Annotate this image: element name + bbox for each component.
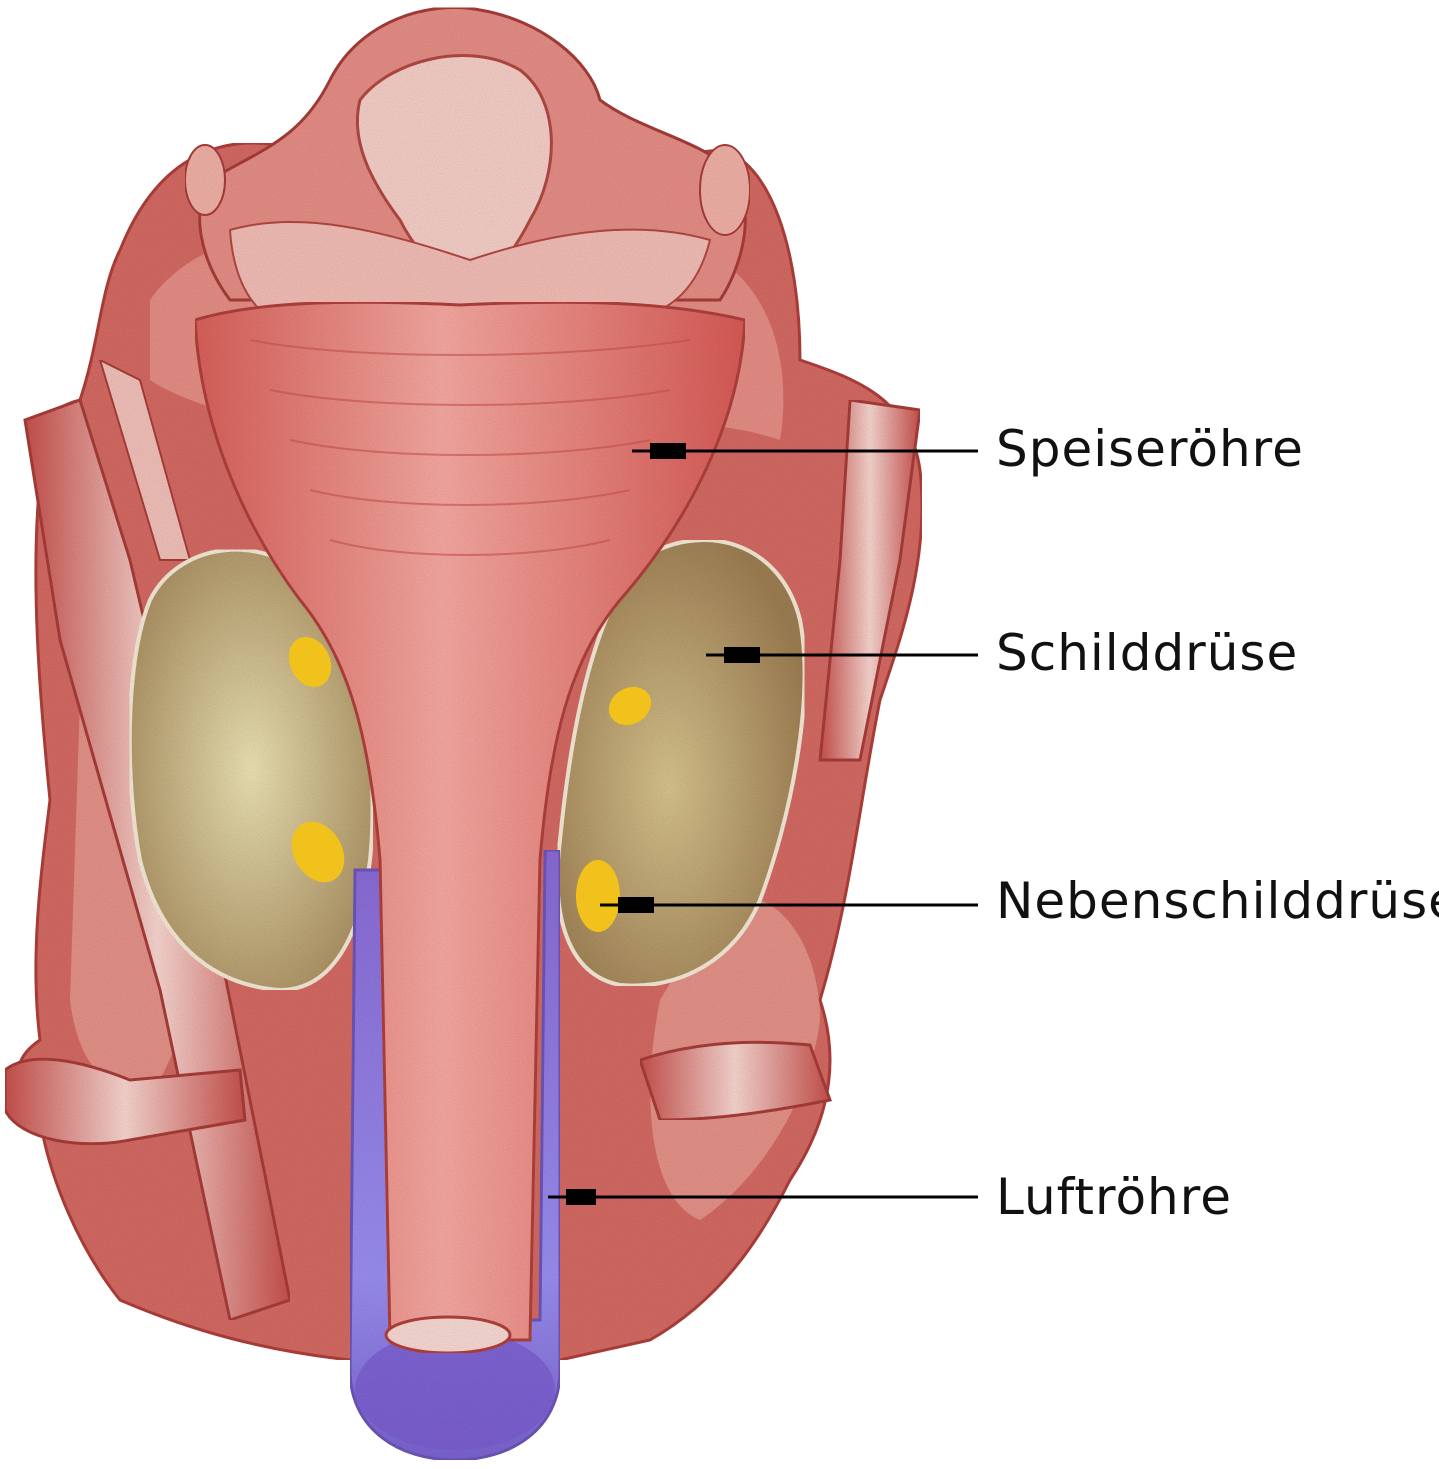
label-nebenschilddruese: Nebenschilddrüse bbox=[996, 876, 1439, 926]
label-luftroehre: Luftröhre bbox=[996, 1172, 1232, 1222]
larynx bbox=[185, 8, 750, 310]
label-schilddruese: Schilddrüse bbox=[996, 628, 1298, 678]
parathyroid-lower-right bbox=[576, 860, 620, 932]
label-speiseroehre: Speiseröhre bbox=[996, 424, 1304, 474]
